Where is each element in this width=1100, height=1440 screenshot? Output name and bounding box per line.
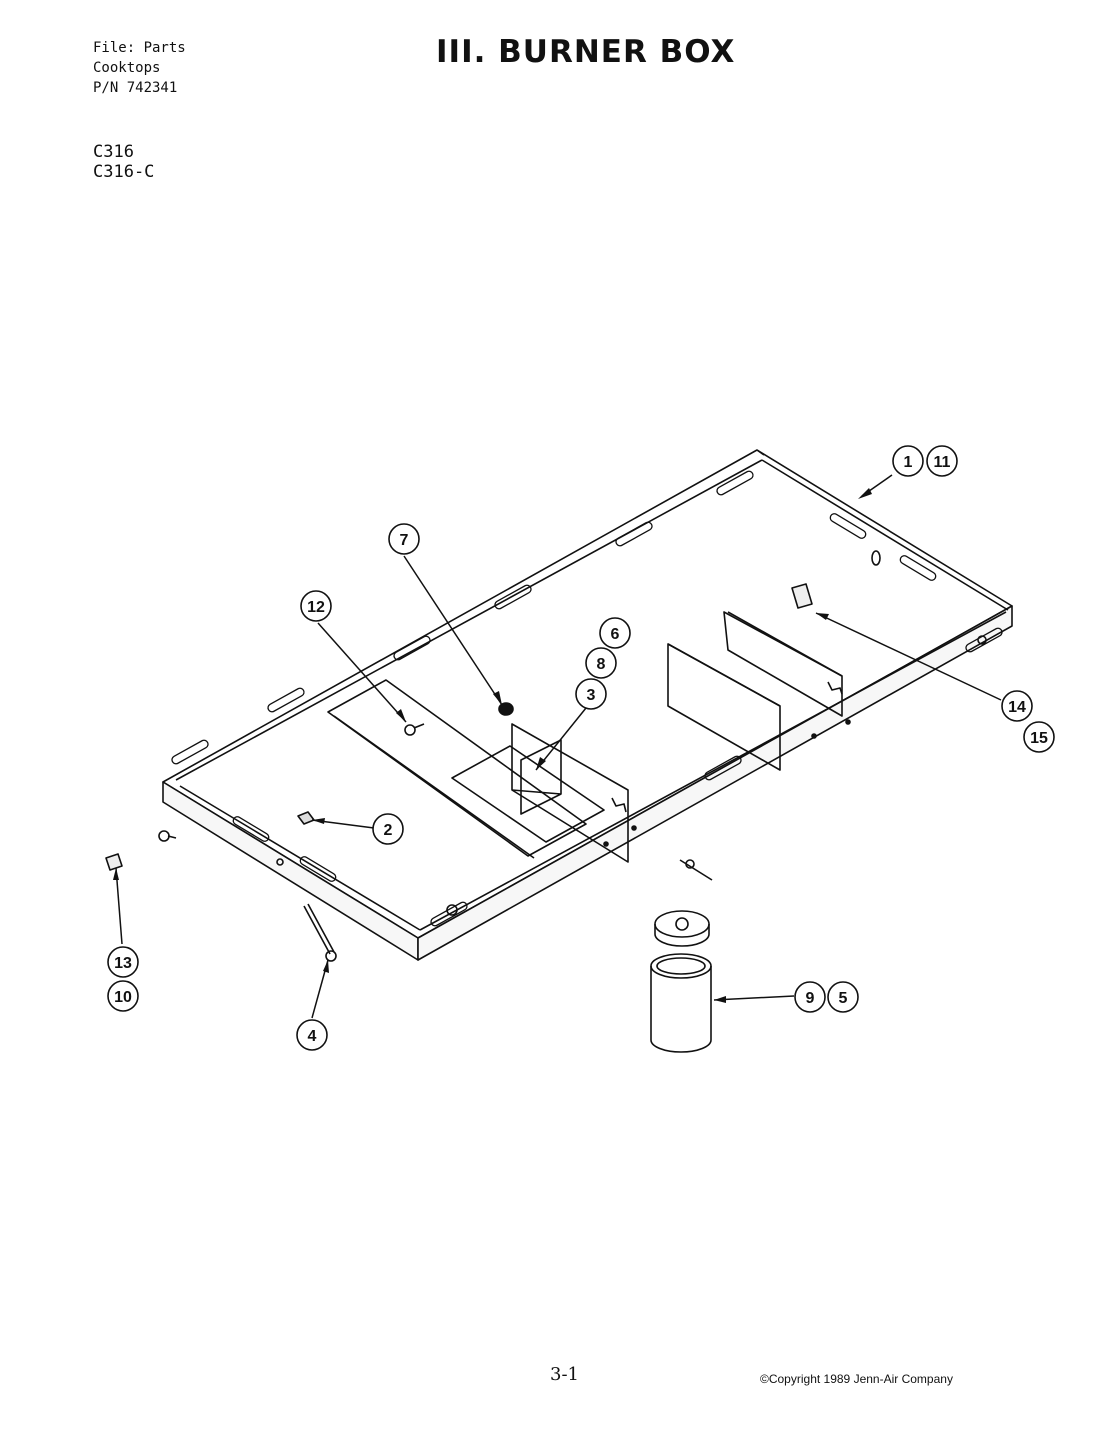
model-c316-c: C316-C xyxy=(93,162,155,182)
arrow-heads xyxy=(113,488,872,1003)
callout-9-label: 9 xyxy=(806,990,815,1007)
callout-11 xyxy=(926,445,958,477)
callout-7 xyxy=(388,523,420,555)
callout-12 xyxy=(300,590,332,622)
grease-jar xyxy=(650,910,712,1053)
page-number: 3-1 xyxy=(550,1364,579,1385)
leader-lines xyxy=(115,474,1002,1019)
copyright-notice: ©Copyright 1989 Jenn-Air Company xyxy=(760,1372,953,1386)
callout-8 xyxy=(585,647,617,679)
part-number: P/N 742341 xyxy=(93,80,178,96)
category-label: Cooktops xyxy=(93,60,161,76)
callout-6-label: 6 xyxy=(611,626,620,643)
callout-1-label: 1 xyxy=(904,454,913,471)
callout-3 xyxy=(575,678,607,710)
document-header: File: Parts Cooktops P/N 742341 xyxy=(93,38,186,98)
tray-slots xyxy=(171,470,1003,927)
callout-10-label: 10 xyxy=(114,989,132,1006)
callout-10 xyxy=(107,980,139,1012)
callout-7-label: 7 xyxy=(400,532,409,549)
callout-5 xyxy=(827,981,859,1013)
callout-2 xyxy=(372,813,404,845)
callout-4-label: 4 xyxy=(308,1028,317,1045)
callout-11-label: 11 xyxy=(934,454,951,471)
file-label: File: Parts xyxy=(93,40,186,56)
model-list: C316 C316-C xyxy=(93,142,154,182)
callout-14 xyxy=(1001,690,1033,722)
callout-13-label: 13 xyxy=(114,955,132,972)
callout-12-label: 12 xyxy=(307,599,325,616)
callout-15 xyxy=(1023,721,1055,753)
callout-6 xyxy=(599,617,631,649)
callout-13 xyxy=(107,946,139,978)
callout-9 xyxy=(794,981,826,1013)
callout-5-label: 5 xyxy=(839,990,848,1007)
callout-1 xyxy=(892,445,924,477)
callout-14-label: 14 xyxy=(1008,699,1026,716)
callout-2-label: 2 xyxy=(384,822,393,839)
callout-15-label: 15 xyxy=(1030,730,1048,747)
fasteners xyxy=(105,550,987,962)
callout-8-label: 8 xyxy=(597,656,606,673)
page-title: III. BURNER BOX xyxy=(436,34,736,70)
internal-rails xyxy=(327,611,843,863)
model-c316: C316 xyxy=(93,142,134,162)
callout-4 xyxy=(296,1019,328,1051)
callout-3-label: 3 xyxy=(587,687,596,704)
